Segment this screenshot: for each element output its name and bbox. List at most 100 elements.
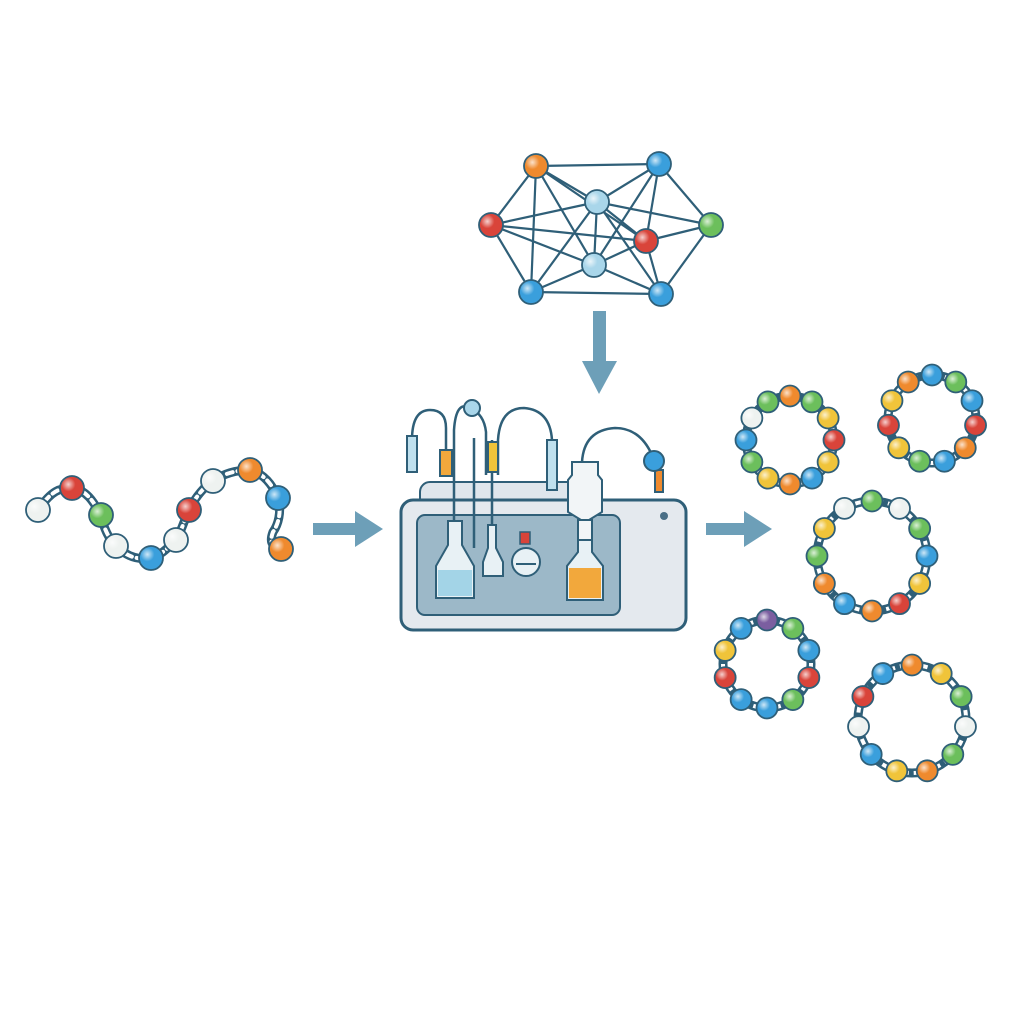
chain-bead (265, 485, 291, 511)
ring-bead (900, 653, 924, 677)
network-node (633, 228, 659, 254)
round-flask (511, 531, 541, 577)
chain-bead (268, 536, 294, 562)
ring-bead (896, 370, 920, 394)
ring-bead (877, 413, 900, 437)
network-node (648, 281, 674, 307)
ring-bead (729, 617, 753, 640)
cyclic-peptide-ring (734, 384, 846, 496)
network-edge (490, 200, 598, 227)
ring-bead (756, 390, 780, 414)
ring-bead (860, 489, 884, 513)
flask-small (482, 524, 504, 577)
reagent-bottle (567, 461, 603, 521)
network-edge (530, 290, 662, 296)
ring-bead (888, 592, 911, 616)
ring-bead (949, 685, 973, 708)
ring-bead (713, 666, 737, 689)
ring-bead (800, 466, 824, 490)
chain-bead (103, 533, 129, 559)
network-edge (660, 224, 712, 295)
ring-bead (833, 592, 856, 616)
ring-bead (816, 406, 840, 430)
ring-bead (797, 666, 821, 689)
network-edge (644, 163, 661, 242)
chain-bead (88, 502, 114, 528)
cyclic-peptide-ring (877, 363, 987, 473)
flask-left (435, 520, 475, 599)
ring-bead (885, 759, 909, 783)
ring-bead (729, 688, 753, 711)
network-edge (530, 201, 598, 293)
chain-bead (25, 497, 51, 523)
network-node (478, 212, 504, 238)
machine-indicator-light (660, 512, 668, 520)
ring-bead (915, 544, 939, 568)
blue-sensor-bulb (643, 450, 665, 472)
chain-bead (163, 527, 189, 553)
network-node (646, 151, 672, 177)
network-node (581, 252, 607, 278)
ring-bead (812, 517, 836, 540)
network-node (698, 212, 724, 238)
flask-right (566, 539, 604, 601)
ring-bead (816, 450, 840, 474)
arrow-machine-to-rings (706, 511, 772, 547)
ring-bead (932, 449, 956, 473)
linear-peptide-chain (25, 457, 294, 571)
ring-bead (880, 389, 904, 413)
ring-bead (781, 688, 805, 711)
ring-bead (740, 450, 764, 474)
ring-bead (908, 449, 932, 473)
network-edge (490, 223, 647, 243)
cyclic-peptide-ring (847, 653, 977, 783)
ring-bead (805, 544, 829, 568)
ring-bead (860, 599, 884, 623)
ring-bead (713, 639, 737, 662)
connector-cap (463, 399, 481, 417)
ring-bead (920, 363, 944, 387)
catalyst-network (478, 151, 724, 307)
cyclic-peptide-ring (805, 489, 939, 623)
chain-bead (176, 497, 202, 523)
synthesizer-machine (399, 399, 688, 632)
ring-bead (953, 436, 977, 460)
cyclic-peptide-ring (713, 608, 821, 720)
ring-bead (915, 759, 939, 783)
network-edge (596, 200, 712, 227)
chain-bead (59, 475, 85, 501)
ring-bead (800, 390, 824, 414)
ring-bead (734, 428, 758, 452)
ring-bead (929, 662, 953, 685)
ring-bead (822, 428, 846, 452)
arrow-chain-to-machine (313, 511, 383, 547)
network-node (584, 189, 610, 215)
ring-bead (964, 413, 987, 437)
ring-bead (778, 384, 802, 408)
ring-bead (781, 617, 805, 640)
network-node (518, 279, 544, 305)
ring-bead (847, 715, 870, 739)
network-edge (535, 165, 595, 266)
ring-bead (778, 472, 802, 496)
ring-bead (797, 639, 821, 662)
cyclic-peptides (713, 363, 987, 783)
network-edge (535, 162, 660, 168)
network-edge (658, 163, 712, 226)
ring-bead (833, 496, 856, 520)
ring-bead (871, 662, 895, 685)
ring-bead (851, 685, 875, 708)
ring-bead (944, 370, 968, 394)
ring-bead (960, 389, 984, 413)
ring-bead (954, 715, 977, 739)
ring-bead (908, 517, 932, 540)
network-edge (490, 223, 595, 267)
chain-bead (237, 457, 263, 483)
network-edge (490, 224, 532, 293)
ring-bead (740, 406, 764, 430)
ring-bead (756, 466, 780, 490)
machine-vials (406, 435, 664, 493)
ring-bead (941, 742, 965, 766)
network-node (523, 153, 549, 179)
